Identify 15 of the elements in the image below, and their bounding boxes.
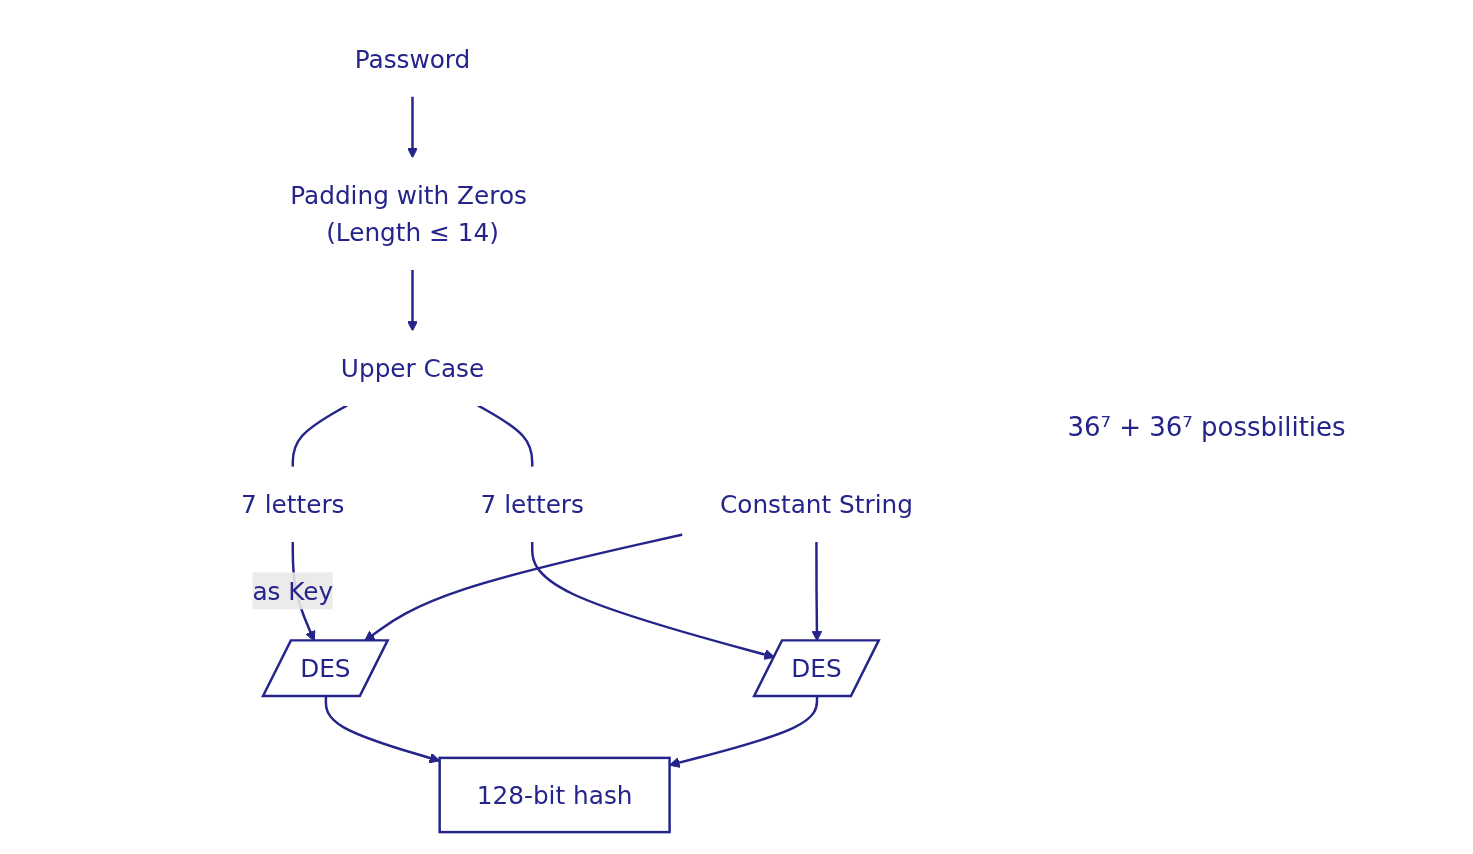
node-text: 7 letters — [480, 489, 585, 520]
node-text: Padding with Zeros (Length ≤ 14) — [290, 180, 528, 248]
node-text: 7 letters — [241, 489, 345, 520]
arrow — [669, 696, 819, 768]
arrow — [407, 269, 419, 332]
node-text: Constant String — [720, 489, 914, 520]
node-text: Upper Case — [341, 353, 485, 384]
connector — [477, 404, 534, 468]
arrow — [325, 696, 441, 764]
node-text: Password — [355, 44, 471, 74]
connector — [291, 404, 349, 468]
arrow — [407, 96, 419, 159]
note-text: 36⁷ + 36⁷ possbilities — [1067, 412, 1346, 442]
node-box: 128-bit hash — [438, 756, 672, 834]
edge-label: as Key — [252, 576, 334, 606]
